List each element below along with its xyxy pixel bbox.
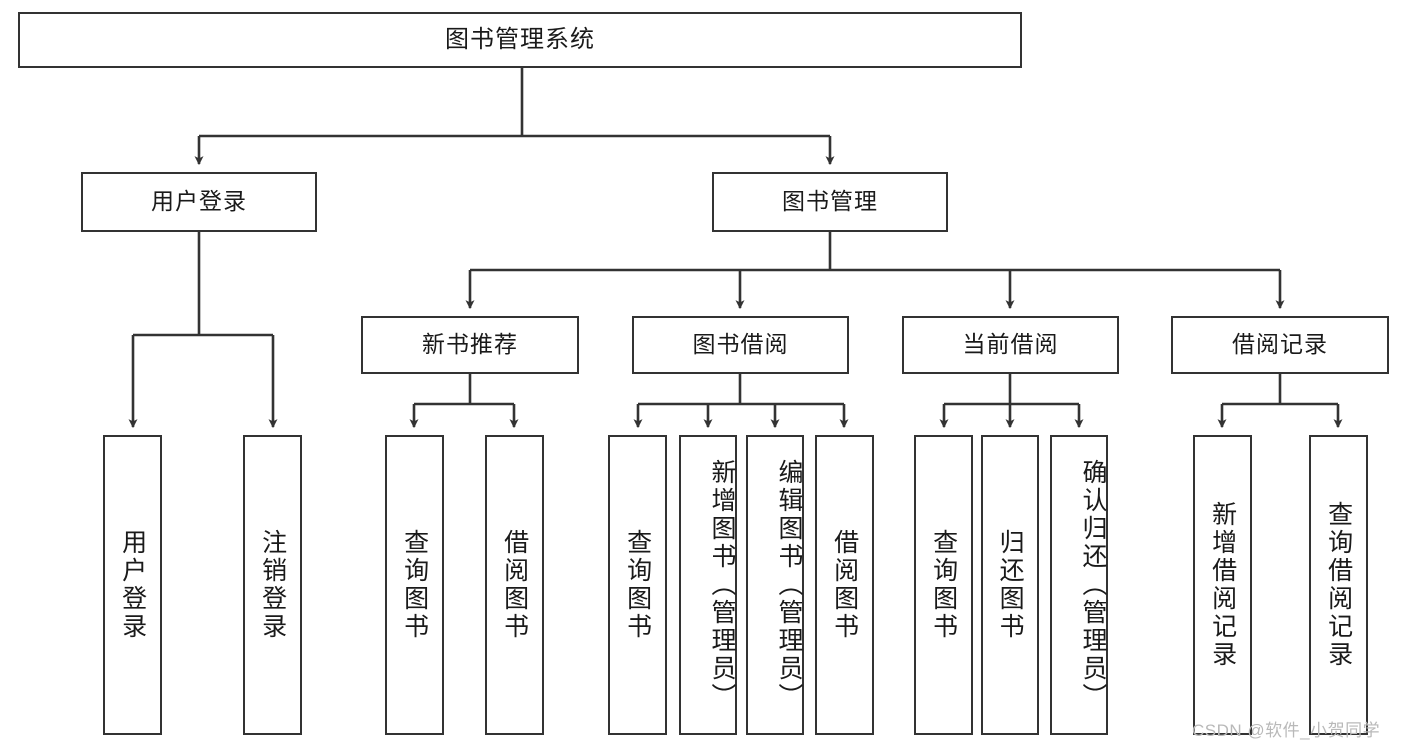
node-label: 图书管理系统 [445,25,595,53]
node-label: 图书管理 [782,188,878,215]
node-label: 查询借阅记录 [1324,501,1353,669]
node-label: 查询图书 [929,529,958,641]
leaf-current-confirm-return-admin[interactable]: 确认归还（管理员） [1050,435,1108,735]
node-label: 借阅记录 [1232,331,1328,358]
node-label: 借阅图书 [500,529,529,641]
node-book-management[interactable]: 图书管理 [712,172,948,232]
node-label: 新书推荐 [422,331,518,358]
watermark-text: CSDN @软件_小贺同学 [1192,721,1381,740]
leaf-record-query-record[interactable]: 查询借阅记录 [1309,435,1368,735]
leaf-recommend-borrow-book[interactable]: 借阅图书 [485,435,544,735]
node-label: 查询图书 [623,529,652,641]
leaf-borrow-edit-book-admin[interactable]: 编辑图书（管理员） [746,435,804,735]
node-label: 归还图书 [996,529,1025,641]
node-label: 新增图书（管理员） [708,459,736,711]
node-current-borrow[interactable]: 当前借阅 [902,316,1119,374]
leaf-user-login-logout[interactable]: 注销登录 [243,435,302,735]
node-label: 新增借阅记录 [1208,501,1237,669]
leaf-borrow-query-book[interactable]: 查询图书 [608,435,667,735]
node-borrow-record[interactable]: 借阅记录 [1171,316,1389,374]
node-label: 图书借阅 [692,331,789,358]
node-label: 注销登录 [258,529,287,641]
node-label: 查询图书 [400,529,429,641]
node-new-book-recommend[interactable]: 新书推荐 [361,316,579,374]
leaf-borrow-add-book-admin[interactable]: 新增图书（管理员） [679,435,737,735]
leaf-current-return-book[interactable]: 归还图书 [981,435,1039,735]
leaf-recommend-query-book[interactable]: 查询图书 [385,435,444,735]
leaf-current-query-book[interactable]: 查询图书 [914,435,973,735]
node-label: 借阅图书 [830,529,859,641]
node-label: 编辑图书（管理员） [775,459,803,711]
node-user-login[interactable]: 用户登录 [81,172,317,232]
leaf-record-add-record[interactable]: 新增借阅记录 [1193,435,1252,735]
node-label: 用户登录 [118,529,147,641]
node-label: 当前借阅 [962,331,1059,358]
node-root-system[interactable]: 图书管理系统 [18,12,1022,68]
leaf-user-login-login[interactable]: 用户登录 [103,435,162,735]
node-label: 用户登录 [151,188,247,215]
node-label: 确认归还（管理员） [1079,459,1107,711]
leaf-borrow-borrow-book[interactable]: 借阅图书 [815,435,874,735]
node-book-borrow[interactable]: 图书借阅 [632,316,849,374]
